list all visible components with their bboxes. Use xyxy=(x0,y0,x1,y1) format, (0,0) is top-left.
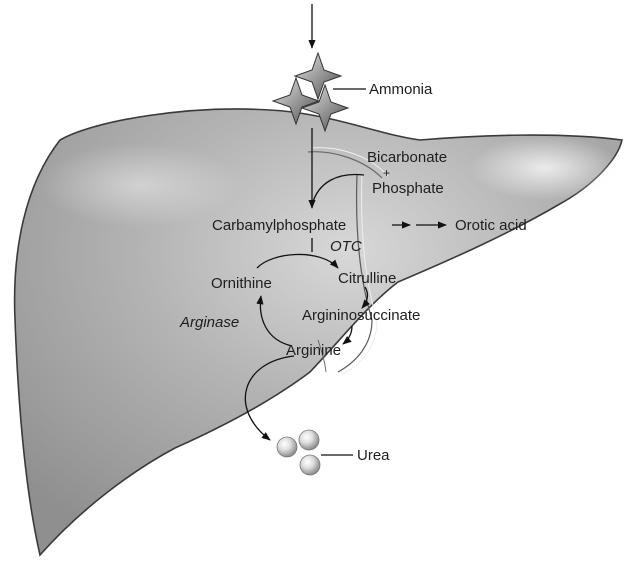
label-urea: Urea xyxy=(357,447,390,464)
sphere-icon xyxy=(299,430,319,450)
sphere-icon xyxy=(300,455,320,475)
label-arginase: Arginase xyxy=(179,314,239,331)
label-orotic-acid: Orotic acid xyxy=(455,217,527,234)
label-bicarbonate: Bicarbonate xyxy=(367,149,447,166)
label-arginine: Arginine xyxy=(286,342,341,359)
label-ornithine: Ornithine xyxy=(211,275,272,292)
label-plus: + xyxy=(383,166,390,180)
label-citrulline: Citrulline xyxy=(338,270,396,287)
sphere-icon xyxy=(277,437,297,457)
liver-highlight-left xyxy=(40,143,240,227)
label-carbamylphosphate: Carbamylphosphate xyxy=(212,217,346,234)
four-point-star-icon xyxy=(295,53,341,99)
label-otc: OTC xyxy=(330,238,362,255)
label-ammonia: Ammonia xyxy=(369,81,433,98)
label-phosphate: Phosphate xyxy=(372,180,444,197)
liver-highlight-right xyxy=(470,136,620,200)
label-argininosuccinate: Argininosuccinate xyxy=(302,307,420,324)
